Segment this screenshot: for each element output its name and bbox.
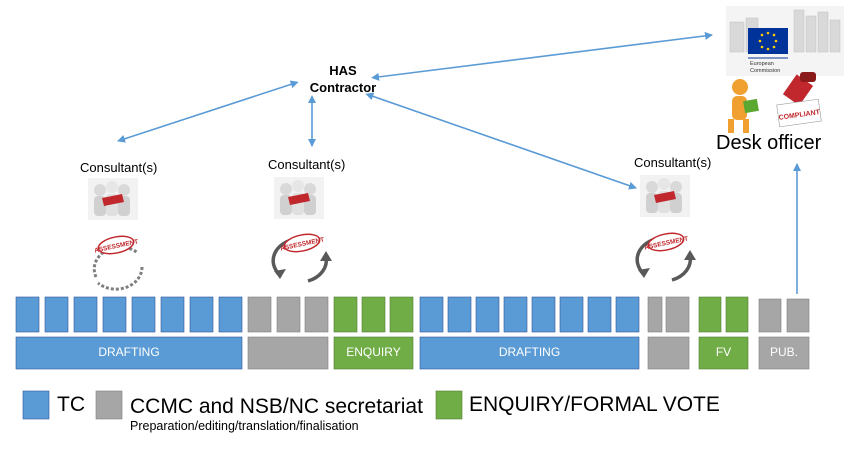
desk-officer-icon: COMPLIANT bbox=[728, 72, 822, 133]
task-square bbox=[304, 296, 329, 333]
task-square bbox=[475, 296, 500, 333]
consultant-figures-icon bbox=[88, 175, 690, 220]
phase-label-pub: PUB. bbox=[769, 345, 798, 359]
people-icon bbox=[88, 178, 138, 220]
task-square bbox=[389, 296, 414, 333]
task-square bbox=[665, 296, 690, 333]
consultant-label-3: Consultant(s) bbox=[634, 155, 712, 170]
phase-label-enquiry: ENQUIRY bbox=[346, 345, 401, 359]
task-square bbox=[419, 296, 444, 333]
assessment-cycle-icon: ASSESSMENT bbox=[271, 233, 332, 283]
task-square bbox=[503, 296, 528, 333]
legend-vote-label: ENQUIRY/FORMAL VOTE bbox=[469, 393, 720, 416]
commission-logo-line1: European bbox=[750, 61, 774, 67]
people-icon bbox=[274, 177, 324, 219]
phase-bar-fv bbox=[698, 336, 749, 370]
has-contractor-label: HAS Contractor bbox=[288, 62, 398, 96]
desk-officer-label: Desk officer bbox=[716, 132, 822, 154]
people-icon bbox=[640, 175, 690, 217]
task-square bbox=[247, 296, 272, 333]
european-commission-logo: European Commission bbox=[726, 6, 844, 76]
task-square bbox=[786, 298, 810, 333]
task-square bbox=[131, 296, 156, 333]
task-square bbox=[587, 296, 612, 333]
assessment-cycle-icon: ASSESSMENT bbox=[635, 232, 696, 282]
task-square bbox=[447, 296, 472, 333]
task-squares bbox=[15, 296, 810, 333]
task-square bbox=[44, 296, 69, 333]
phase-label-fv: FV bbox=[715, 345, 732, 359]
consultant-label-1: Consultant(s) bbox=[80, 160, 158, 175]
task-square bbox=[102, 296, 127, 333]
phase-bar-pub bbox=[758, 336, 810, 370]
phase-bar-drafting-2 bbox=[419, 336, 640, 370]
legend-secretariat-sublabel: Preparation/editing/translation/finalisa… bbox=[130, 419, 359, 433]
assessment-cycle-icon: ASSESSMENT bbox=[92, 235, 144, 291]
assessment-cycles: ASSESSMENT ASSESSMENT ASSESSMENT bbox=[92, 232, 696, 291]
task-square bbox=[758, 298, 782, 333]
has-contractor-line2: Contractor bbox=[309, 80, 377, 95]
legend-tc-label: TC bbox=[57, 393, 85, 416]
task-square bbox=[615, 296, 640, 333]
task-square bbox=[218, 296, 243, 333]
task-square bbox=[189, 296, 214, 333]
has-contractor-line1: HAS bbox=[329, 63, 357, 78]
legend-secretariat-label: CCMC and NSB/NC secretariat bbox=[130, 395, 423, 418]
phase-bar-drafting-1 bbox=[15, 336, 243, 370]
task-square bbox=[698, 296, 722, 333]
task-square bbox=[15, 296, 40, 333]
commission-logo-line2: Commission bbox=[750, 68, 780, 74]
phase-label-drafting-1: DRAFTING bbox=[98, 345, 160, 359]
task-square bbox=[333, 296, 358, 333]
task-square bbox=[531, 296, 556, 333]
phase-label-drafting-2: DRAFTING bbox=[498, 345, 561, 359]
task-square bbox=[276, 296, 301, 333]
legend-swatch-secretariat bbox=[95, 390, 123, 420]
consultant-label-2: Consultant(s) bbox=[268, 157, 346, 172]
legend-swatches bbox=[22, 390, 463, 420]
legend-swatch-vote bbox=[435, 390, 463, 420]
task-square bbox=[160, 296, 185, 333]
phase-bars bbox=[15, 336, 810, 370]
task-square bbox=[73, 296, 98, 333]
folder-icon bbox=[743, 98, 759, 114]
task-square bbox=[725, 296, 749, 333]
legend-swatch-tc bbox=[22, 390, 50, 420]
phase-bar-enquiry bbox=[333, 336, 414, 370]
phase-bar-secretariat-1 bbox=[247, 336, 329, 370]
phase-bar-secretariat-2 bbox=[647, 336, 690, 370]
connection-arrows bbox=[117, 31, 801, 294]
task-square bbox=[559, 296, 584, 333]
arrow-has-to-consultant-3 bbox=[365, 92, 637, 190]
arrow-has-to-commission bbox=[371, 31, 713, 81]
arrow-has-to-consultant-1 bbox=[117, 80, 299, 143]
task-square bbox=[361, 296, 386, 333]
task-square bbox=[647, 296, 663, 333]
